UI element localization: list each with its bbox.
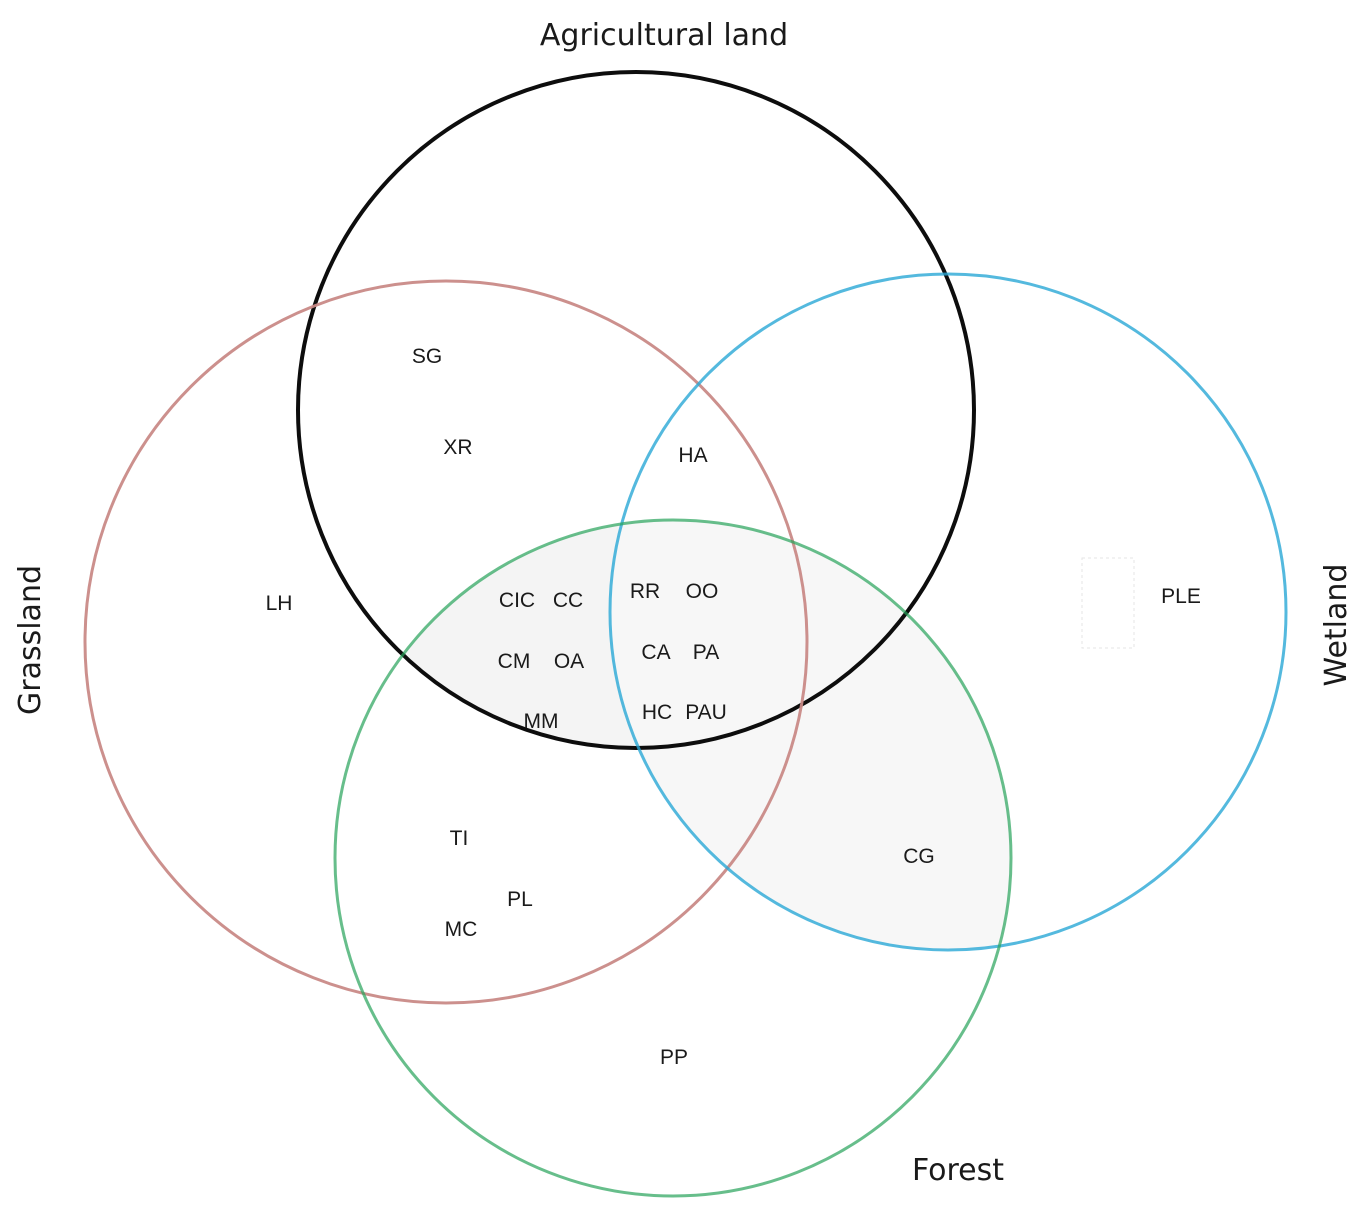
member-label: LH — [266, 592, 293, 615]
wetland-circle — [608, 272, 1288, 952]
member-label: OA — [554, 650, 584, 673]
member-label: RR — [630, 580, 660, 603]
member-label: SG — [412, 345, 442, 368]
member-label: CM — [498, 650, 531, 673]
member-label: HC — [642, 701, 672, 724]
member-label: PA — [693, 641, 719, 664]
member-label: HA — [678, 444, 707, 467]
member-label: MM — [524, 710, 559, 733]
forest-title: Forest — [912, 1153, 1004, 1188]
member-label: PLE — [1161, 585, 1201, 608]
member-label: PL — [507, 888, 533, 911]
member-label: OO — [686, 580, 719, 603]
forest-circle — [333, 518, 1013, 1198]
member-label: XR — [443, 436, 472, 459]
member-label: CA — [641, 641, 670, 664]
member-label: PP — [660, 1046, 688, 1069]
member-label: TI — [450, 827, 469, 850]
faint-placeholder-box — [1081, 557, 1135, 649]
member-label: CG — [903, 845, 935, 868]
member-label: PAU — [685, 701, 727, 724]
member-label: MC — [445, 918, 478, 941]
grassland-title: Grassland — [13, 565, 48, 715]
agricultural-land-circle — [296, 70, 976, 750]
member-label: CIC — [499, 589, 535, 612]
grassland-circle — [83, 279, 809, 1005]
member-label: CC — [553, 589, 583, 612]
agricultural-land-title: Agricultural land — [540, 18, 788, 53]
wetland-title: Wetland — [1319, 564, 1354, 687]
